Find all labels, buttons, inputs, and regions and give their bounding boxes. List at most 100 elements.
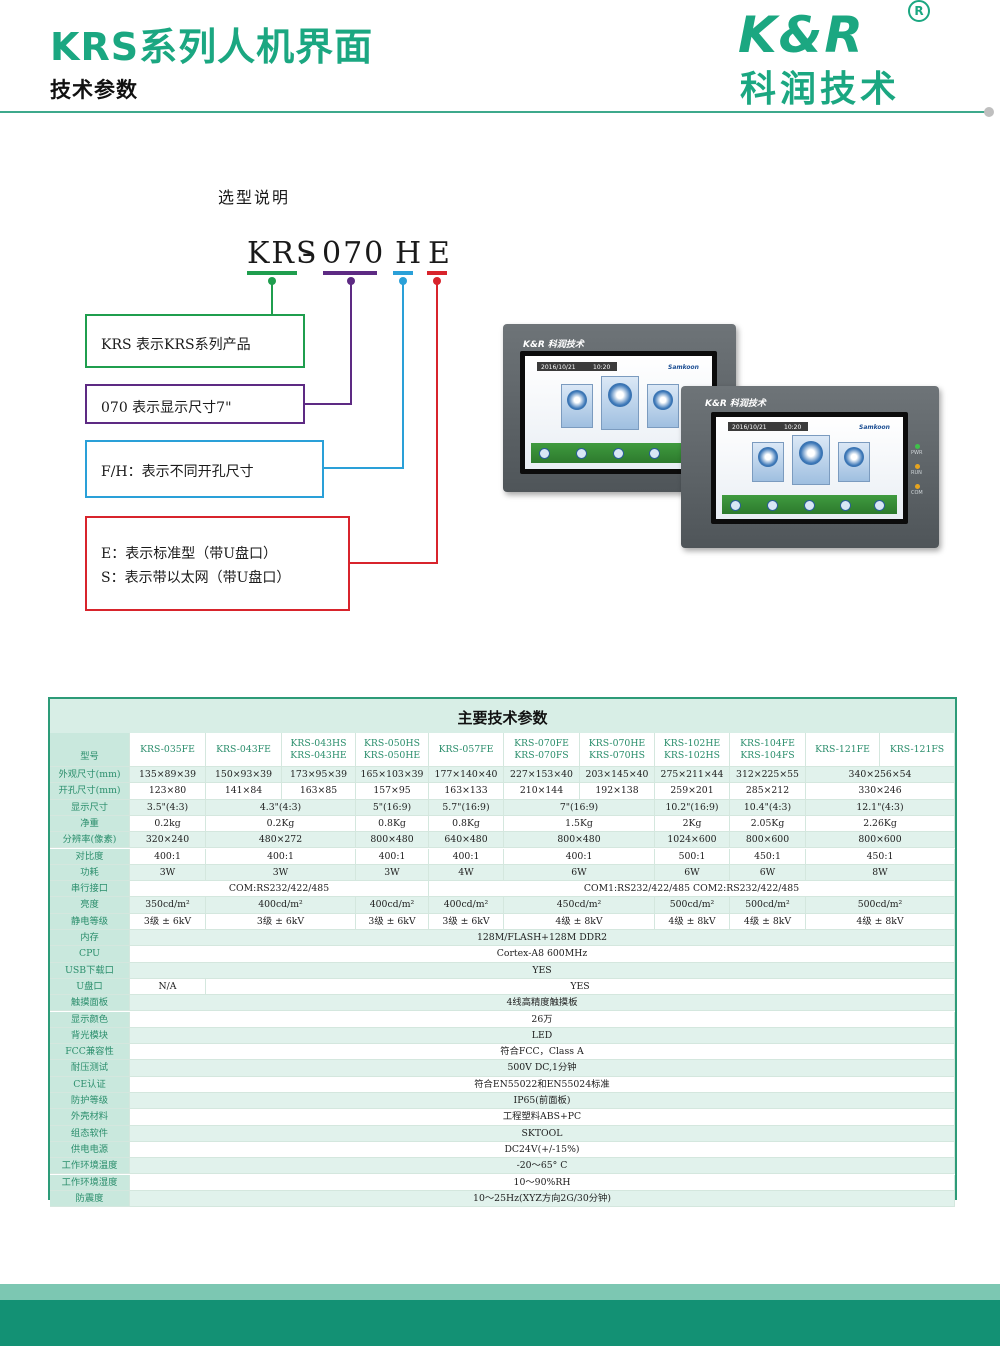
spec-cell: Cortex-A8 600MHz — [130, 946, 955, 963]
spec-row-label: 静电等级 — [50, 913, 130, 930]
model-name: KRS-043HE — [290, 749, 347, 761]
spec-row-label: 开孔尺寸(mm) — [50, 783, 130, 800]
spec-cell: 173×95×39 — [282, 767, 356, 784]
spec-row-label: 对比度 — [50, 848, 130, 865]
spec-cell: 157×95 — [356, 783, 429, 800]
spec-row-label: 供电电源 — [50, 1141, 130, 1159]
hole-underline — [393, 271, 413, 275]
type-connector-dot — [433, 277, 441, 285]
spec-cell: 符合EN55022和EN55024标准 — [130, 1076, 955, 1093]
device-screen-front: 2016/10/21 10:20 Samkoon — [711, 412, 908, 524]
size-underline — [323, 271, 377, 275]
device-logo-front: K&R 科润技术 — [705, 399, 766, 409]
type-description-box: E：表示标准型（带U盘口） S：表示带以太网（带U盘口） — [85, 516, 350, 611]
series-description-box: KRS 表示KRS系列产品 — [85, 314, 305, 368]
spec-cell: -20～65° C — [130, 1158, 955, 1175]
spec-cell: 10.4"(4:3) — [730, 799, 806, 816]
spec-row-label: 串行接口 — [50, 881, 130, 898]
spec-cell: 800×480 — [504, 832, 655, 849]
spec-cell: 800×600 — [730, 832, 806, 849]
spec-cell: 141×84 — [206, 783, 282, 800]
model-name: KRS-050HE — [363, 749, 421, 761]
spec-cell: 500cd/m² — [655, 897, 730, 914]
spec-cell: 8W — [806, 864, 955, 882]
size-description-box: 070 表示显示尺寸7" — [85, 384, 305, 424]
model-name: KRS-050HS — [363, 738, 421, 750]
page-subtitle: 技术参数 — [50, 78, 138, 102]
spec-cell: 800×480 — [356, 832, 429, 849]
spec-cell: 0.8Kg — [429, 815, 504, 833]
spec-cell: 26万 — [130, 1011, 955, 1028]
spec-row-label: 内存 — [50, 930, 130, 947]
hole-connector-dot — [399, 277, 407, 285]
spec-cell: 2.26Kg — [806, 815, 955, 833]
spec-cell: 3级 ± 6kV — [130, 913, 206, 930]
hole-description: F/H：表示不同开孔尺寸 — [101, 464, 254, 480]
series-connector-line — [271, 283, 273, 315]
spec-cell: 450:1 — [806, 848, 955, 865]
spec-cell: 400cd/m² — [206, 897, 356, 914]
device-logo: K&R 科润技术 — [523, 340, 584, 350]
model-name: KRS-104FE — [740, 738, 795, 750]
spec-cell: 400cd/m² — [429, 897, 504, 914]
spec-row-label: 显示尺寸 — [50, 799, 130, 816]
spec-row-label: 亮度 — [50, 897, 130, 914]
spec-row-label: 外观尺寸(mm) — [50, 767, 130, 784]
model-name: KRS-070FS — [514, 749, 569, 761]
page-title: KRS系列人机界面 — [50, 25, 374, 69]
spec-cell: 285×212 — [730, 783, 806, 800]
type-connector-line — [436, 283, 438, 563]
model-name: KRS-121FS — [889, 743, 945, 755]
size-connector-line — [350, 283, 352, 404]
led-run-label: RUN — [911, 470, 922, 476]
spec-header-model: KRS-043FE — [206, 733, 282, 767]
selection-title: 选型说明 — [218, 188, 291, 207]
spec-row-label: 外壳材料 — [50, 1109, 130, 1126]
type-description-standard: E：表示标准型（带U盘口） — [101, 546, 278, 562]
model-part-type: E — [428, 236, 452, 271]
spec-row-label: 组态软件 — [50, 1125, 130, 1142]
spec-cell: 312×225×55 — [730, 767, 806, 784]
model-name: KRS-043HS — [290, 738, 347, 750]
model-name: KRS-057FE — [438, 743, 494, 755]
spec-cell: 3级 ± 6kV — [356, 913, 429, 930]
brand-chinese-name: 科润技术 — [740, 69, 901, 110]
led-com-icon — [915, 484, 920, 489]
model-part-series: KRS — [247, 236, 319, 271]
spec-cell: 400:1 — [504, 848, 655, 865]
spec-row-label: 防护等级 — [50, 1093, 130, 1110]
spec-cell: N/A — [130, 978, 206, 996]
spec-cell: 500cd/m² — [806, 897, 955, 914]
spec-cell: 480×272 — [206, 832, 356, 849]
spec-cell: 4线高精度触摸板 — [130, 995, 955, 1012]
model-name: KRS-043FE — [216, 743, 271, 755]
spec-cell: COM:RS232/422/485 — [130, 881, 429, 898]
spec-row-label: CPU — [50, 946, 130, 963]
spec-row-label: 耐压测试 — [50, 1060, 130, 1077]
size-connector-hline — [304, 403, 352, 405]
spec-cell: 4级 ± 8kV — [806, 913, 955, 930]
spec-cell: 7"(16:9) — [504, 799, 655, 816]
spec-cell: 3级 ± 6kV — [429, 913, 504, 930]
spec-cell: 320×240 — [130, 832, 206, 849]
spec-cell: 0.2Kg — [206, 815, 356, 833]
spec-cell: 6W — [655, 864, 730, 882]
spec-cell: 400cd/m² — [356, 897, 429, 914]
size-connector-dot — [347, 277, 355, 285]
led-com-label: COM — [911, 490, 923, 496]
spec-cell: 400:1 — [429, 848, 504, 865]
spec-header-model: KRS-035FE — [130, 733, 206, 767]
spec-row-label: USB下载口 — [50, 962, 130, 979]
footer-band-dark — [0, 1300, 1000, 1346]
spec-cell: DC24V(+/-15%) — [130, 1141, 955, 1159]
spec-cell: 3级 ± 6kV — [206, 913, 356, 930]
spec-cell: 135×89×39 — [130, 767, 206, 784]
spec-cell: 450cd/m² — [504, 897, 655, 914]
series-description: KRS 表示KRS系列产品 — [101, 337, 251, 353]
spec-cell: 640×480 — [429, 832, 504, 849]
spec-cell: 800×600 — [806, 832, 955, 849]
